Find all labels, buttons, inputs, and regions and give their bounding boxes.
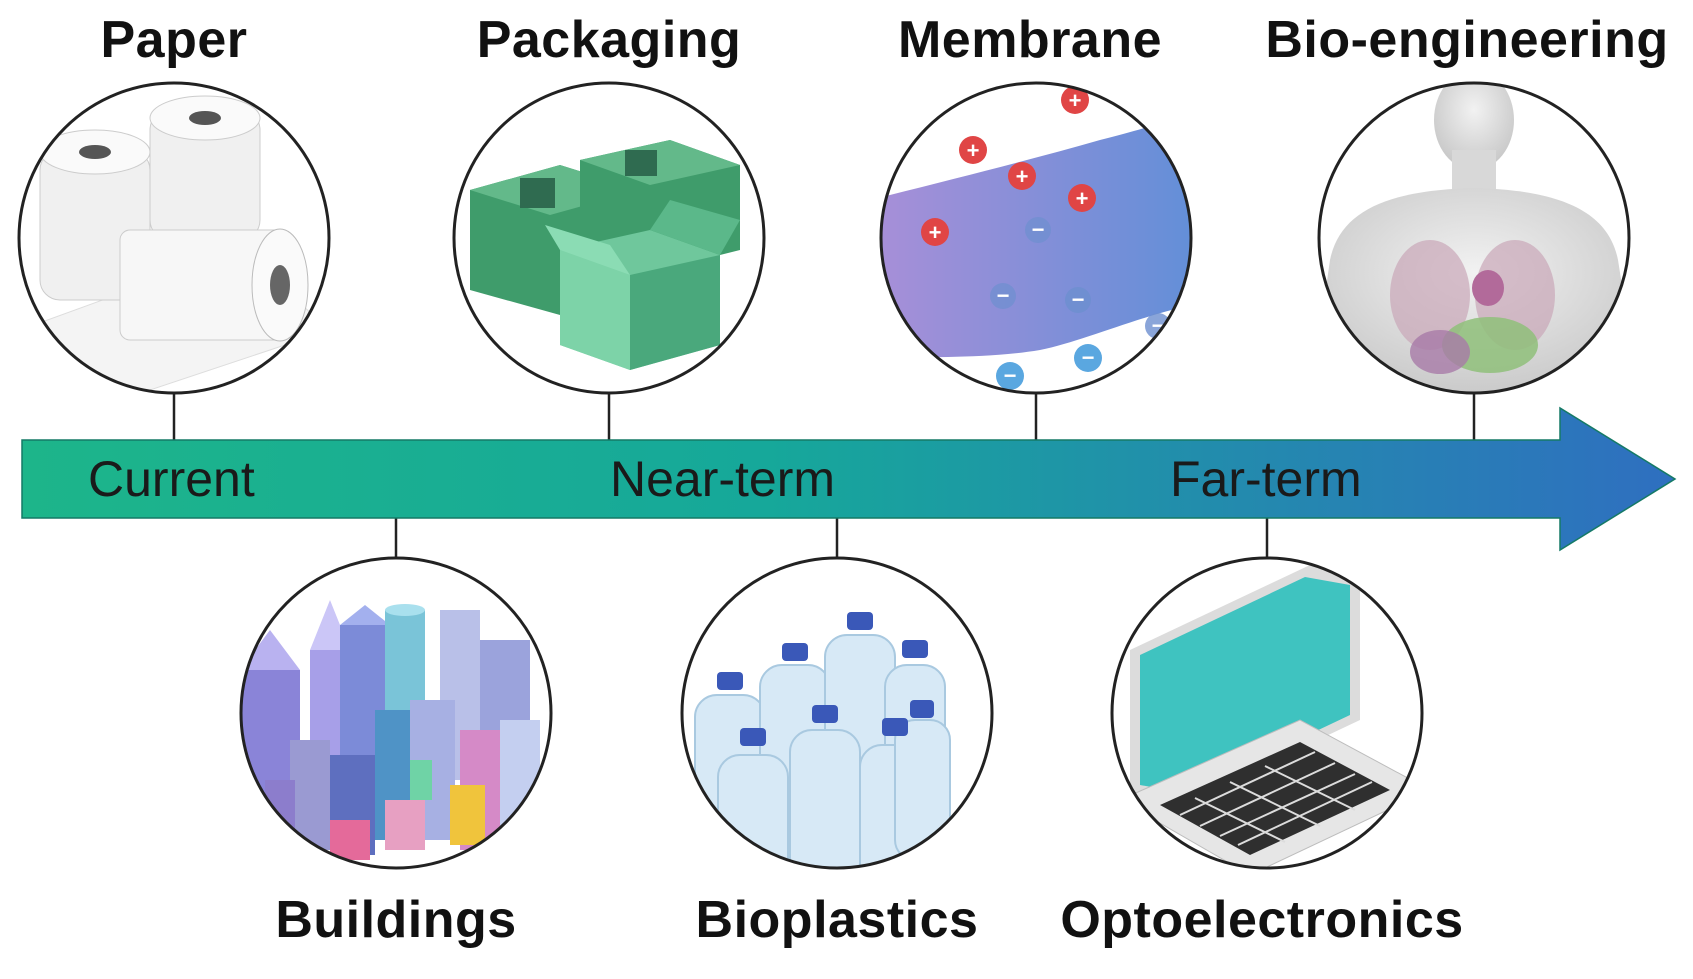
svg-text:+: +	[1076, 186, 1089, 211]
application-label-packaging: Packaging	[476, 11, 742, 69]
svg-text:+: +	[929, 220, 942, 245]
svg-text:−: −	[1082, 345, 1095, 370]
stage-label-near-term: Near-term	[610, 451, 836, 507]
ion-membrane-icon: + + + + + − − − − − −	[879, 81, 1193, 395]
timeline-arrow	[21, 406, 1677, 552]
application-label-bio-engineering: Bio-engineering	[1265, 11, 1669, 69]
human-torso-icon	[1317, 81, 1631, 395]
svg-text:+: +	[1016, 164, 1029, 189]
application-label-paper: Paper	[100, 11, 248, 69]
city-buildings-icon	[239, 556, 553, 870]
plastic-bottles-icon	[680, 556, 994, 870]
svg-text:−: −	[1004, 363, 1017, 388]
application-label-buildings: Buildings	[275, 891, 517, 949]
application-label-membrane: Membrane	[897, 11, 1163, 69]
connector-lines	[172, 393, 1476, 558]
laptop-icon	[1110, 556, 1424, 870]
svg-text:+: +	[1069, 88, 1082, 113]
svg-text:−: −	[1072, 287, 1085, 312]
application-label-bioplastics: Bioplastics	[695, 891, 979, 949]
application-label-optoelectronics: Optoelectronics	[1060, 891, 1464, 949]
cardboard-box-icon	[452, 81, 766, 395]
paper-roll-icon	[17, 81, 331, 395]
svg-text:−: −	[1032, 217, 1045, 242]
stage-label-current: Current	[88, 451, 255, 507]
svg-text:−: −	[997, 283, 1010, 308]
stage-label-far-term: Far-term	[1170, 451, 1362, 507]
svg-text:+: +	[967, 138, 980, 163]
